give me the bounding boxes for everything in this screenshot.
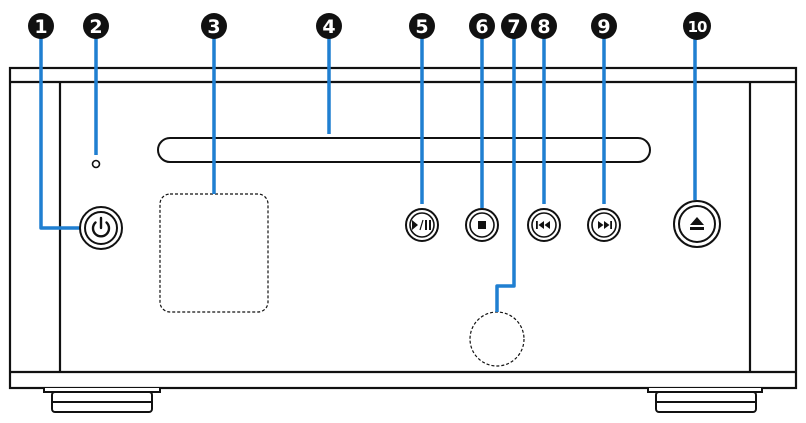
- svg-text:4: 4: [322, 16, 335, 38]
- callout-line-1: [39, 35, 83, 230]
- svg-text:6: 6: [475, 16, 488, 38]
- skip-back-icon: [536, 221, 550, 229]
- callout-badge-5: 5: [409, 13, 435, 39]
- svg-text:7: 7: [507, 16, 520, 38]
- device-feet: [43, 388, 763, 413]
- callout-badge-4: 4: [316, 13, 342, 39]
- play-pause-icon: [412, 219, 431, 231]
- skip-back-button[interactable]: [527, 208, 561, 242]
- svg-text:10: 10: [688, 18, 707, 36]
- svg-text:5: 5: [415, 16, 428, 38]
- skip-forward-icon: [598, 221, 612, 229]
- callout-badge-1: 1: [28, 13, 54, 39]
- play-pause-button[interactable]: [405, 208, 439, 242]
- eject-icon: [690, 217, 704, 230]
- callout-badge-2: 2: [83, 13, 109, 39]
- eject-button[interactable]: [673, 200, 721, 248]
- disc-slot: [157, 137, 651, 163]
- callout-badge-3: 3: [201, 13, 227, 39]
- power-button[interactable]: [79, 206, 123, 250]
- skip-forward-button[interactable]: [587, 208, 621, 242]
- callout-lines: [39, 35, 697, 312]
- callout-badge-7: 7: [501, 13, 527, 39]
- svg-text:8: 8: [537, 16, 550, 38]
- stop-button[interactable]: [465, 208, 499, 242]
- callout-badge-8: 8: [531, 13, 557, 39]
- callout-line-7: [495, 35, 516, 312]
- callout-badges: 1 2 3 4 5 6 7 8: [28, 12, 711, 40]
- svg-text:2: 2: [89, 16, 102, 38]
- device-outer-frame: [8, 66, 798, 390]
- indicator-led: [91, 159, 101, 169]
- display-area: [159, 193, 269, 313]
- right-foot: [647, 388, 763, 413]
- callout-badge-6: 6: [469, 13, 495, 39]
- svg-text:1: 1: [34, 16, 47, 38]
- svg-text:3: 3: [207, 16, 220, 38]
- left-foot: [43, 388, 161, 413]
- device-body: [8, 66, 798, 390]
- callout-badge-10: 10: [683, 12, 711, 40]
- svg-text:9: 9: [597, 16, 610, 38]
- callout-badge-9: 9: [591, 13, 617, 39]
- stop-icon: [478, 221, 486, 229]
- power-icon: [91, 216, 111, 238]
